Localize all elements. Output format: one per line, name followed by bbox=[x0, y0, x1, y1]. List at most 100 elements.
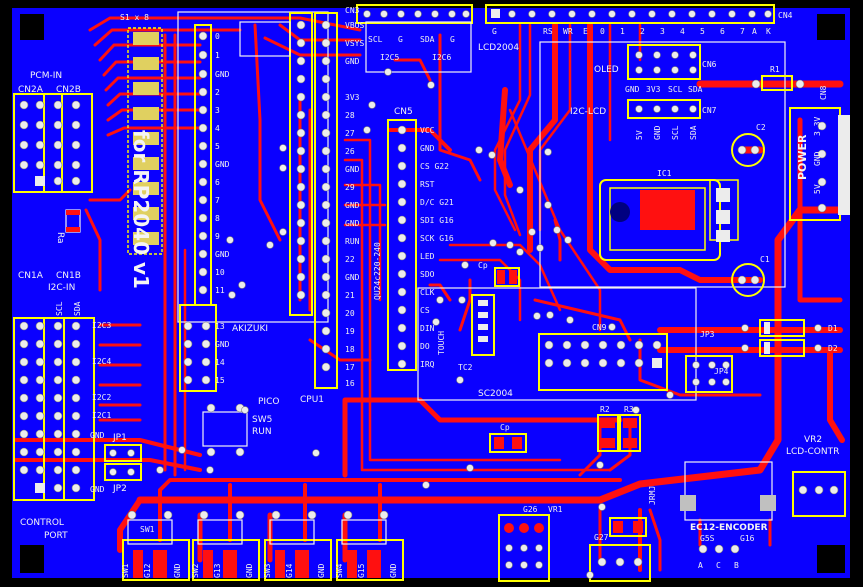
mount-hole bbox=[817, 545, 845, 573]
i2c-in-label: I2C-IN bbox=[48, 283, 75, 293]
i2c-pin-label: SDA bbox=[420, 35, 435, 44]
cn7-pin-label: 5V bbox=[635, 130, 644, 140]
sw-label: SW3 bbox=[263, 563, 272, 578]
sw-label: SW2 bbox=[191, 563, 200, 578]
pico-pin-label: 1 bbox=[215, 51, 220, 60]
lcd-pin-label: RS bbox=[543, 27, 553, 36]
capacitor-c2 bbox=[731, 133, 765, 167]
cn7-pin-label: GND bbox=[653, 125, 662, 140]
pico-pin-label: 22 bbox=[345, 255, 355, 264]
sw-gnd-label: GND bbox=[317, 563, 326, 578]
ctrl-label: I2C3 bbox=[92, 321, 111, 330]
vr1-label: VR1 bbox=[548, 505, 563, 514]
cn9-pins bbox=[544, 340, 662, 368]
pico-pins bbox=[183, 20, 331, 385]
touch-label: TOUCH bbox=[437, 331, 446, 355]
lcd-pin-label: 3 bbox=[660, 27, 665, 36]
i2c5-label: I2C5 bbox=[380, 53, 399, 62]
pico-pin-label: 0 bbox=[215, 32, 220, 41]
lcd-contr-label: LCD-CONTR bbox=[786, 447, 839, 457]
enc-pin-label: G5S bbox=[700, 534, 715, 543]
pico-pin-label: GND bbox=[345, 201, 360, 210]
sw-gpio-label: G12 bbox=[143, 563, 152, 578]
enc-pin-label: C bbox=[716, 561, 721, 570]
jp3-label: JP3 bbox=[700, 330, 715, 339]
i2c-pin-label: G bbox=[450, 35, 455, 44]
cn2a-label: CN2A bbox=[18, 85, 44, 95]
power-pin-label: GND bbox=[813, 151, 822, 166]
encoder-label: EC12-ENCODER bbox=[690, 523, 768, 533]
run-switch-outline bbox=[202, 411, 248, 447]
lcd-pin-label: K bbox=[766, 27, 771, 36]
ra-label: Ra bbox=[55, 232, 65, 244]
pico-pin-label: 5 bbox=[215, 142, 220, 151]
cn6-pin-label: SDA bbox=[688, 85, 703, 94]
rpack-label: S1 x 8 bbox=[120, 13, 149, 22]
pico-pin-label: 28 bbox=[345, 111, 355, 120]
pico-pin-label: GND bbox=[215, 160, 230, 169]
c2-label: C2 bbox=[756, 123, 766, 132]
c1-label: C1 bbox=[760, 255, 770, 264]
vias bbox=[156, 68, 674, 579]
scl-label: SCL bbox=[55, 301, 64, 316]
r2-label: R2 bbox=[600, 405, 610, 414]
sw-top-label: SW1 bbox=[140, 525, 155, 534]
pico-pin-label: VBUS bbox=[345, 21, 364, 30]
lcd-pin-label: A bbox=[752, 27, 757, 36]
pico-pin-label: 9 bbox=[215, 232, 220, 241]
cn7-label: CN7 bbox=[702, 106, 717, 115]
cn5-pin-label: RST bbox=[420, 180, 435, 189]
cn3-label: CN3 bbox=[345, 6, 360, 15]
ctrl-label: GND bbox=[90, 485, 105, 494]
cn4-label: CN4 bbox=[778, 11, 793, 20]
silkscreen-text: PCM-IN CN2A CN2B Ra CN1A CN1B I2C-IN SCL… bbox=[18, 6, 839, 578]
lcd-pin-label: 0 bbox=[600, 27, 605, 36]
d2-label: D2 bbox=[828, 344, 838, 353]
power-label: POWER bbox=[796, 134, 809, 180]
jp2-label: JP2 bbox=[112, 484, 127, 494]
pico-pin-label: GND bbox=[215, 250, 230, 259]
pcm-in-pins bbox=[19, 100, 81, 186]
cp-label: Cp bbox=[478, 261, 488, 270]
sw-label: SW4 bbox=[335, 563, 344, 578]
pico-pin-label: GND bbox=[345, 165, 360, 174]
sw-gpio-label: G13 bbox=[213, 563, 222, 578]
cn2b-label: CN2B bbox=[56, 85, 81, 95]
i2c-pin-label: G bbox=[398, 35, 403, 44]
pico-pin-label: 17 bbox=[345, 363, 355, 372]
mount-hole bbox=[817, 14, 845, 40]
r3-label: R3 bbox=[624, 405, 634, 414]
pico-pin-label: VSYS bbox=[345, 39, 364, 48]
cn9-label: CN9 bbox=[592, 323, 607, 332]
top-header-pins bbox=[363, 9, 772, 18]
capacitor-c1 bbox=[731, 263, 765, 297]
cn1a-label: CN1A bbox=[18, 271, 44, 281]
cn6-pin-label: GND bbox=[625, 85, 640, 94]
ctrl-label: I2C2 bbox=[92, 393, 111, 402]
g27-label: G27 bbox=[594, 533, 609, 542]
qu-label: QU24c220-240 bbox=[373, 242, 382, 300]
cn6-pin-label: SCL bbox=[668, 85, 683, 94]
cn5-label: CN5 bbox=[394, 107, 413, 117]
i2c-pin-label: SCL bbox=[368, 35, 383, 44]
pico-pin-label: 7 bbox=[215, 196, 220, 205]
power-pin-label: 5V bbox=[813, 184, 822, 194]
run-label: RUN bbox=[252, 427, 272, 437]
lcd2004-label: LCD2004 bbox=[478, 43, 519, 53]
power-pin-label: 3.3V bbox=[813, 117, 822, 136]
pico-pin-label: 10 bbox=[215, 268, 225, 277]
cn5-pins bbox=[397, 125, 407, 369]
ctrl-label: I2C4 bbox=[92, 357, 111, 366]
cn5-pin-label: CLK bbox=[420, 288, 435, 297]
g26-label: G26 bbox=[523, 505, 538, 514]
sw5-label: SW5 bbox=[252, 415, 272, 425]
lcd-pin-label: WR bbox=[563, 27, 573, 36]
sw-gpio-label: G14 bbox=[285, 563, 294, 578]
jrmj-label: JRMJ bbox=[648, 486, 657, 505]
pico-pin-label: GND bbox=[345, 273, 360, 282]
pico-pin-label: GND bbox=[345, 219, 360, 228]
pico-pin-label: 21 bbox=[345, 291, 355, 300]
pico-pin-label: 3V3 bbox=[345, 93, 360, 102]
jp4-label: JP4 bbox=[714, 367, 729, 376]
